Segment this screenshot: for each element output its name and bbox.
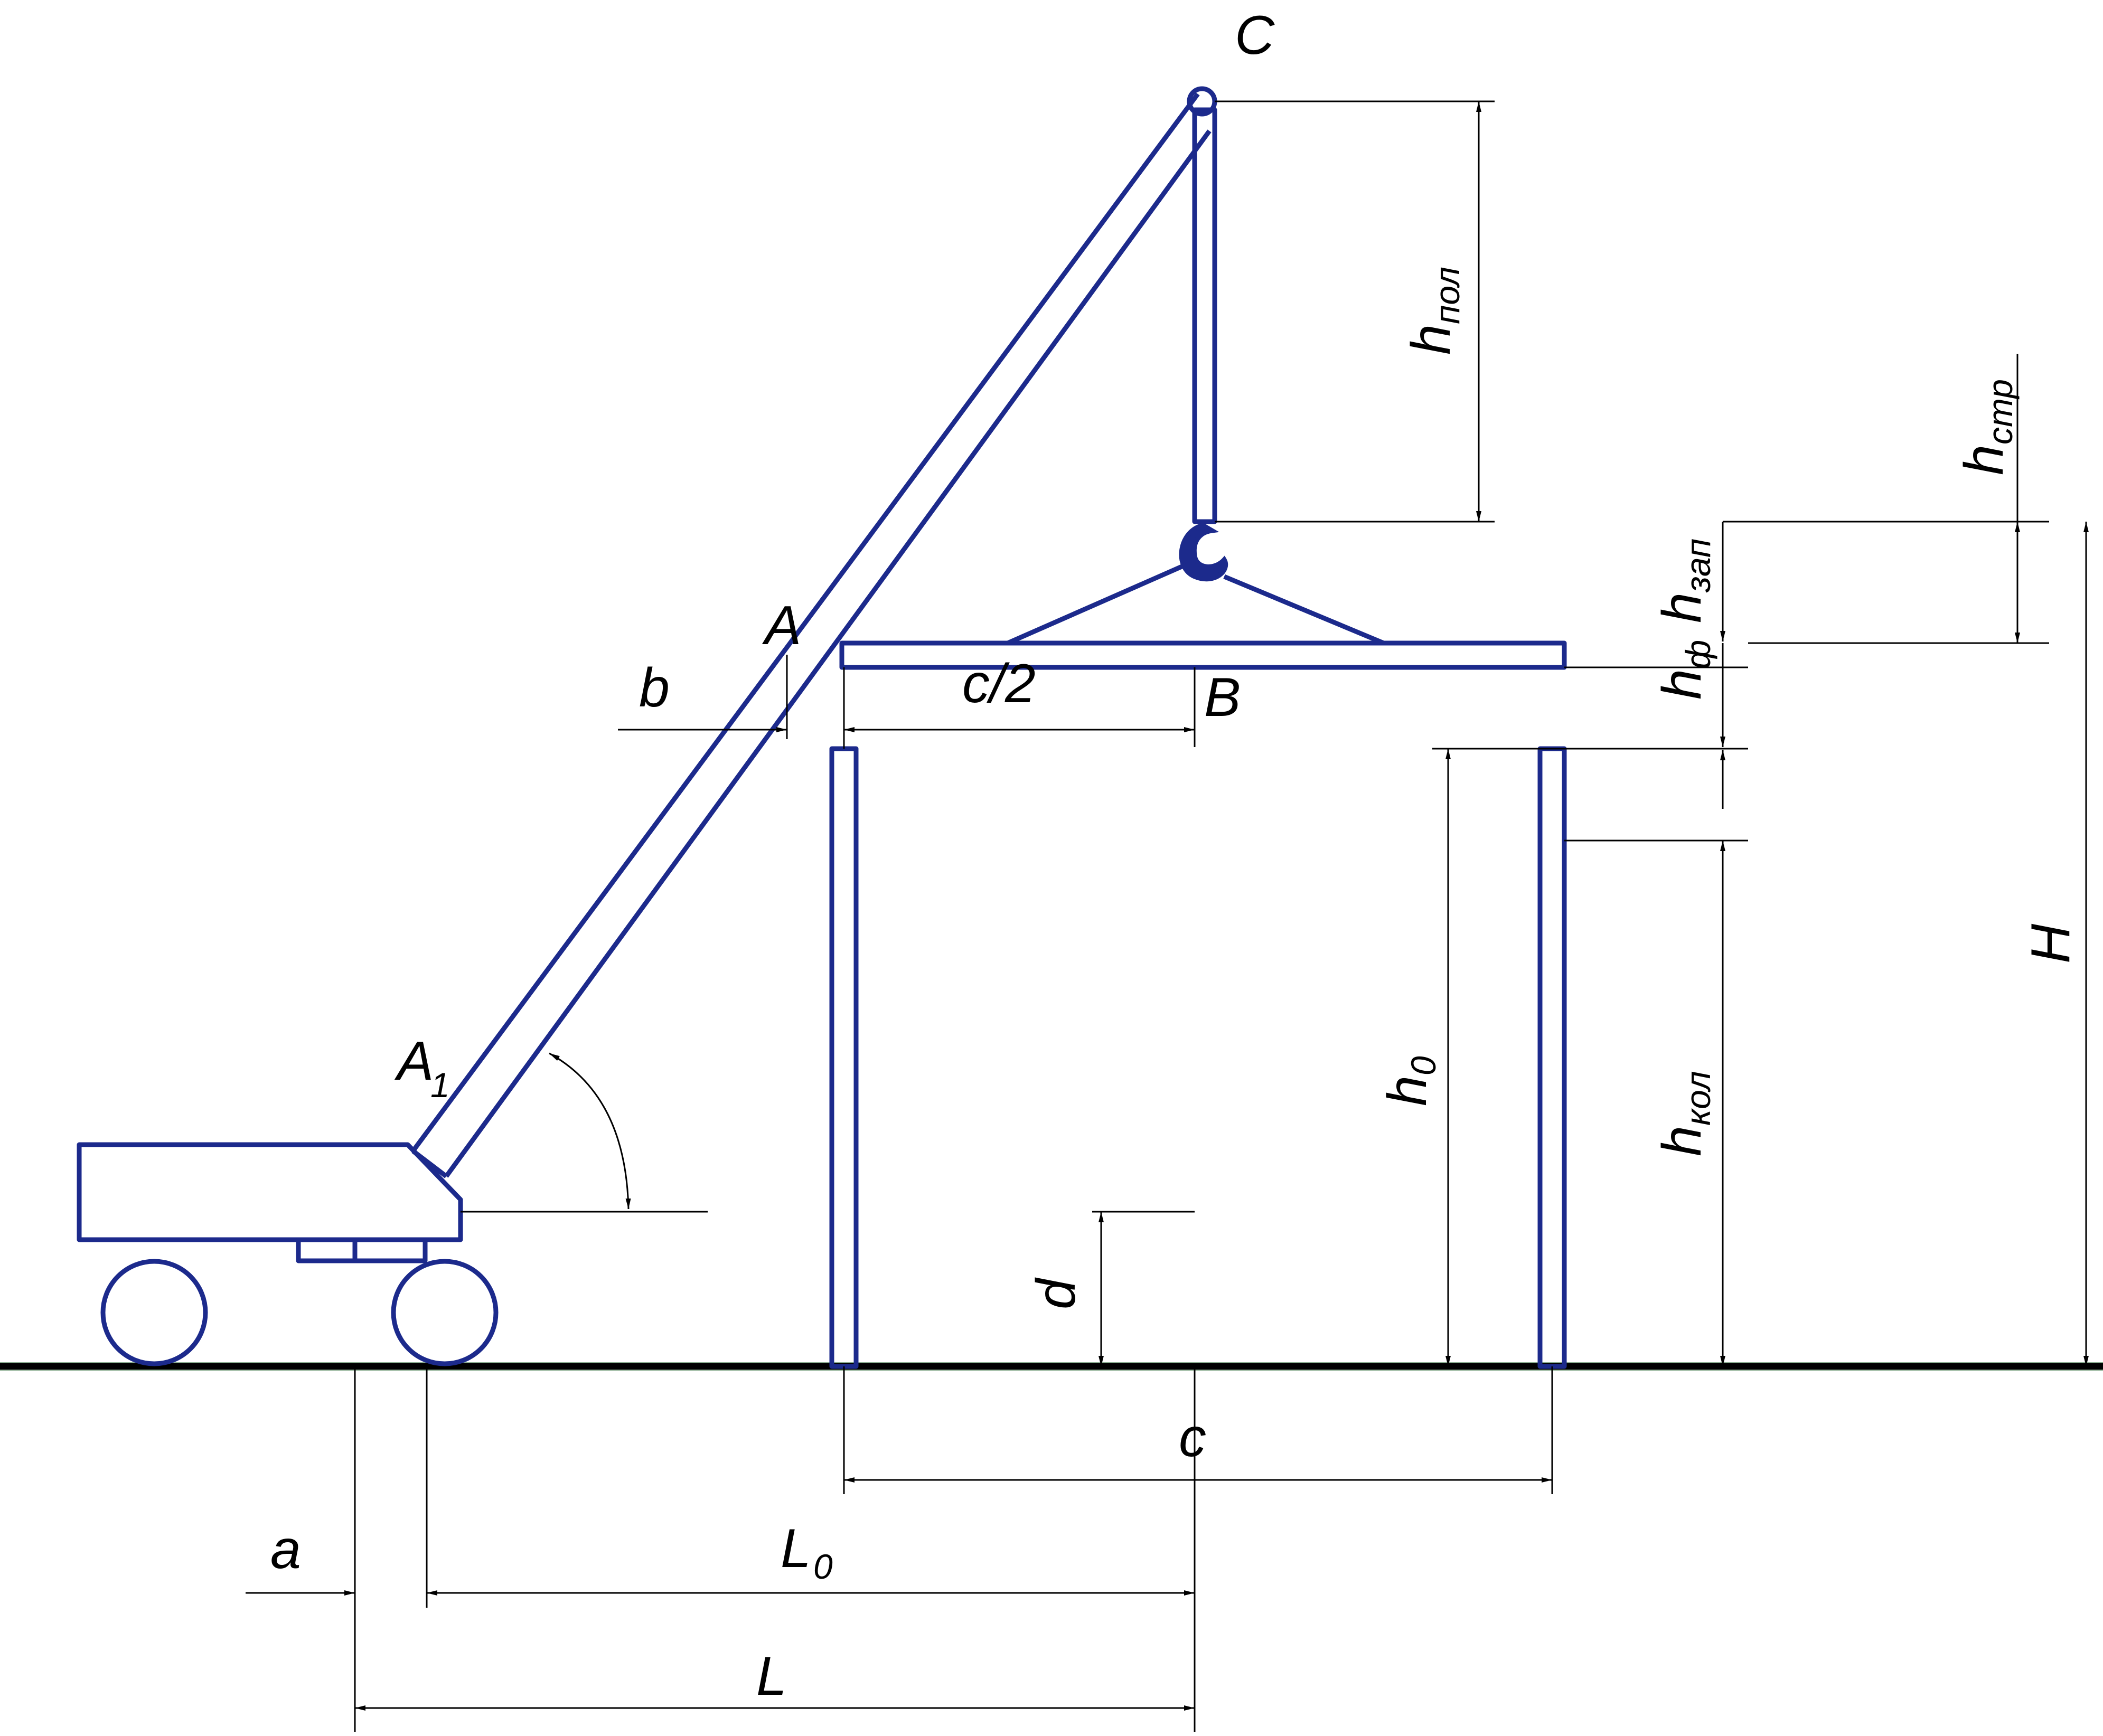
label-B: B (1204, 667, 1241, 728)
label-h-str: h стр (1954, 379, 2020, 475)
dim-d (1092, 1211, 1195, 1366)
svg-text:L: L (781, 1518, 811, 1579)
svg-text:пол: пол (1428, 267, 1467, 324)
svg-text:h: h (1401, 324, 1462, 355)
front-wheel (391, 1259, 499, 1366)
hoist-rope (1192, 107, 1217, 524)
label-L0: L 0 (781, 1518, 833, 1586)
svg-text:0: 0 (1404, 1056, 1443, 1075)
label-A: A (762, 595, 801, 656)
right-column (1537, 746, 1567, 1369)
label-h-pol: h пол (1401, 267, 1467, 355)
label-h-zap: h зап (1651, 539, 1717, 623)
label-c: c (1179, 1407, 1206, 1468)
label-L: L (756, 1646, 787, 1707)
dim-c (843, 1366, 1553, 1494)
svg-text:стр: стр (1980, 379, 2020, 445)
label-b: b (639, 657, 670, 719)
hook-assembly (1007, 107, 1385, 646)
svg-text:кол: кол (1678, 1071, 1717, 1126)
load-beam (839, 640, 1567, 670)
label-a: a (270, 1519, 301, 1580)
crane-body (77, 1142, 463, 1242)
rear-wheel (100, 1259, 208, 1366)
svg-text:зап: зап (1678, 539, 1717, 593)
svg-text:h: h (1651, 592, 1713, 623)
svg-text:A: A (394, 1031, 434, 1092)
dim-h-str (1723, 354, 2049, 644)
svg-text:h: h (1377, 1075, 1438, 1106)
svg-text:1: 1 (430, 1065, 450, 1105)
dim-L0 (354, 1366, 1195, 1732)
label-h-kol: h кол (1651, 1071, 1717, 1156)
svg-text:h: h (1651, 1126, 1713, 1156)
label-C: C (1235, 5, 1275, 66)
dim-c-half (843, 667, 1196, 749)
svg-text:h: h (1954, 445, 2015, 475)
label-c-half: c/2 (962, 653, 1036, 714)
boom-angle (461, 1052, 708, 1213)
dim-b (618, 655, 788, 739)
chassis-frame (296, 1237, 428, 1263)
label-h0: h 0 (1377, 1056, 1443, 1106)
crane-vehicle (77, 1142, 499, 1366)
label-h-f: h ф (1651, 640, 1717, 700)
crane-boom (411, 86, 1217, 1178)
svg-text:h: h (1651, 669, 1713, 700)
label-A1: A 1 (394, 1031, 450, 1105)
svg-text:ф: ф (1678, 640, 1717, 669)
label-d: d (1026, 1277, 1087, 1309)
dim-h-pol (1215, 100, 1495, 523)
left-column (829, 746, 859, 1369)
svg-text:0: 0 (813, 1547, 833, 1586)
hook-icon (1179, 523, 1228, 582)
label-H: H (2020, 923, 2081, 964)
dim-h-f (1564, 643, 1748, 809)
